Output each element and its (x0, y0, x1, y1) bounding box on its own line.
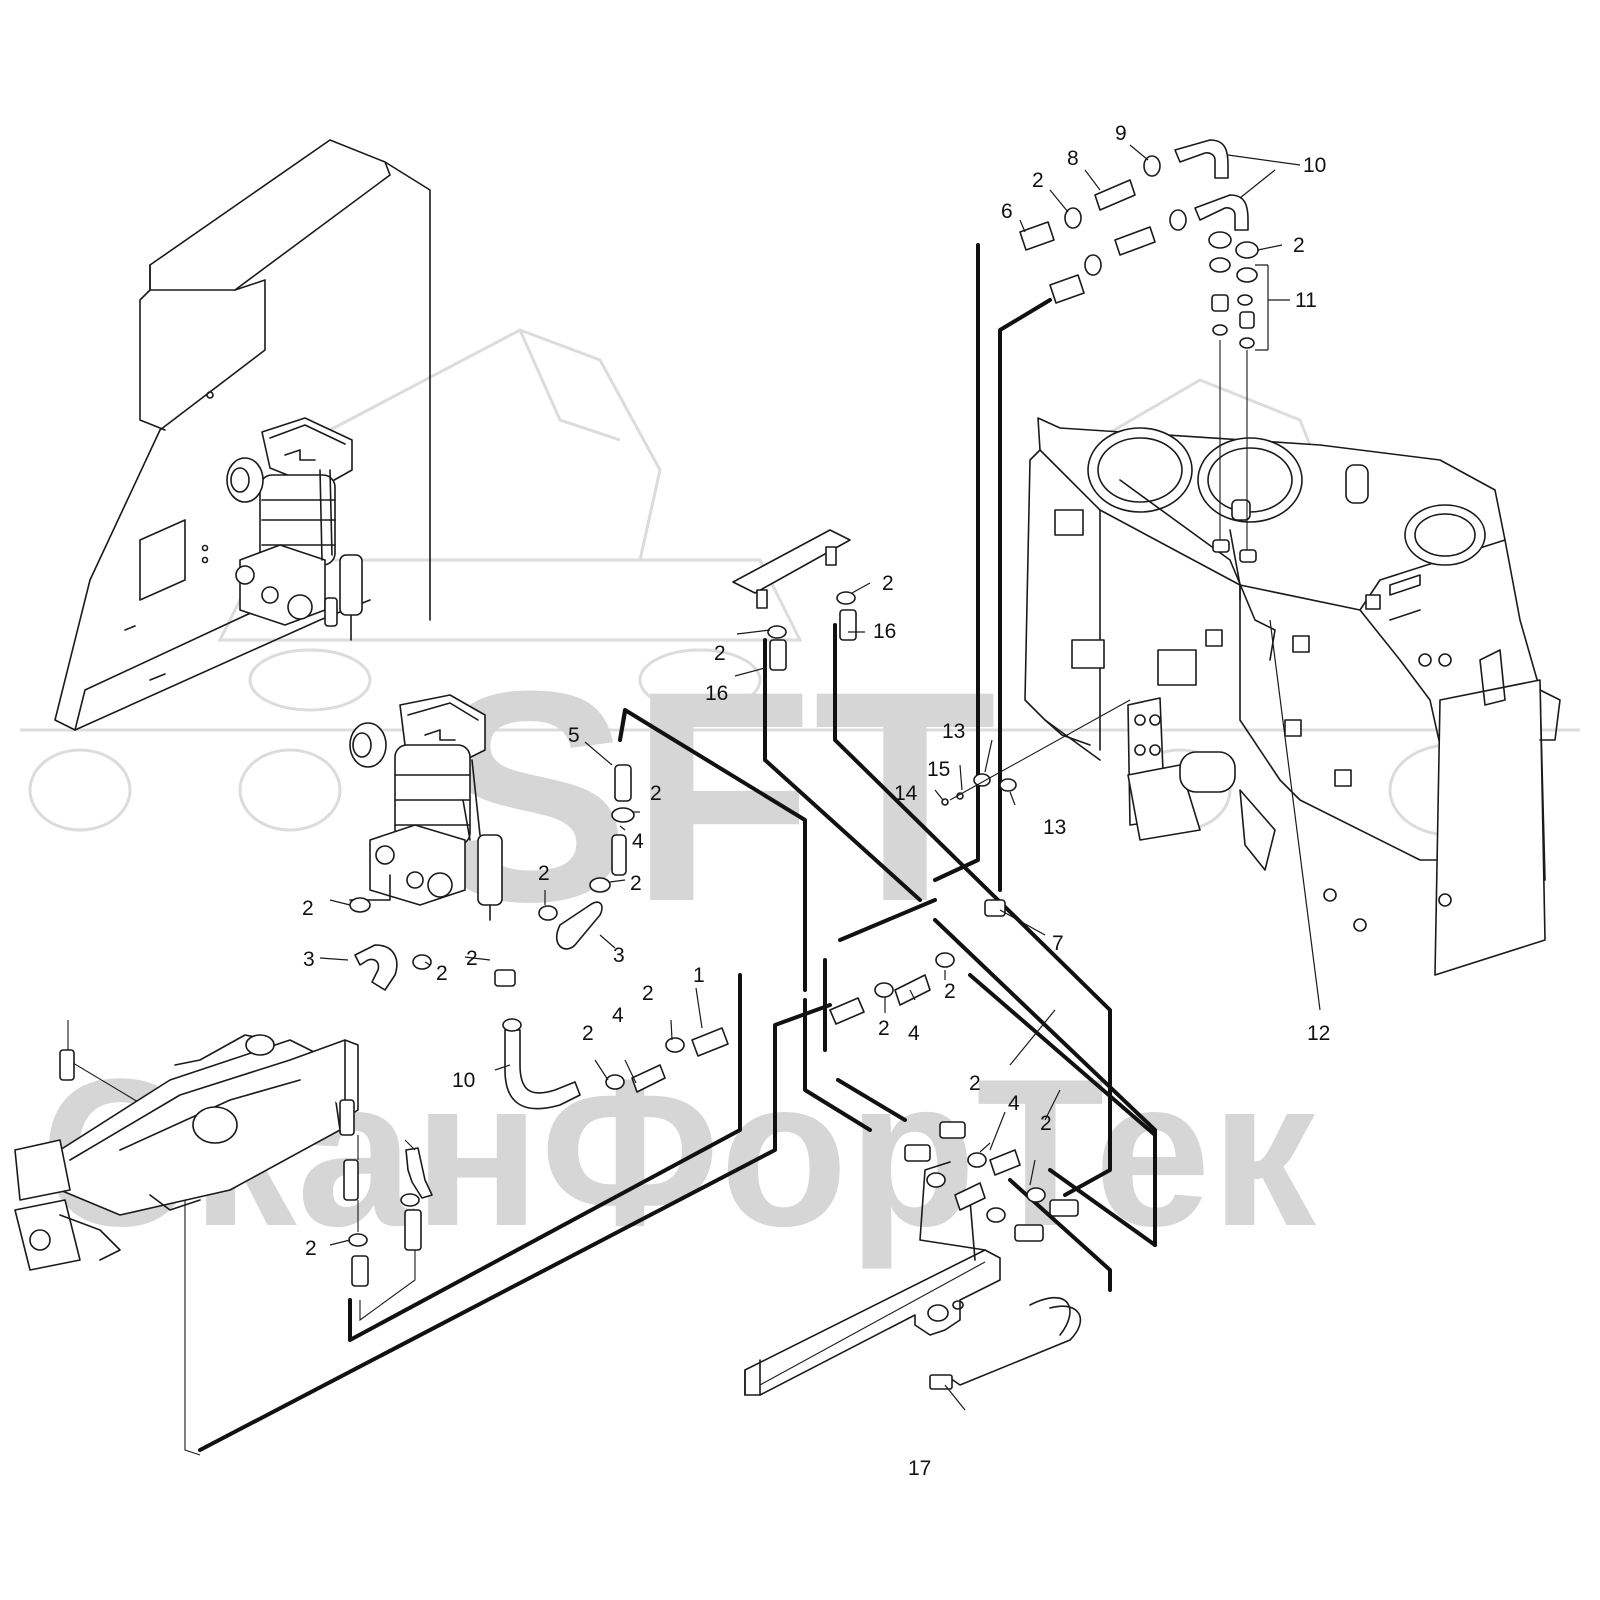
floor-plate (732, 529, 851, 609)
callout-2: 2 (1293, 234, 1305, 257)
callout-2: 2 (882, 572, 894, 595)
callout-3: 3 (303, 948, 315, 971)
engine-assembly (14, 1020, 359, 1456)
callout-2: 2 (582, 1022, 594, 1045)
hose-lines (198, 243, 1157, 1452)
callout-2: 2 (305, 1237, 317, 1260)
callout-3: 3 (613, 944, 625, 967)
drain-bar-assembly (744, 1161, 1082, 1396)
callout-2: 2 (714, 642, 726, 665)
callout-2: 2 (650, 782, 662, 805)
callout-4: 4 (1008, 1092, 1020, 1115)
callout-9: 9 (1115, 122, 1127, 145)
callout-4: 4 (908, 1022, 920, 1045)
callout-2: 2 (642, 982, 654, 1005)
callout-2: 2 (630, 872, 642, 895)
callout-2: 2 (1032, 169, 1044, 192)
callout-5: 5 (568, 724, 580, 747)
callout-2: 2 (1040, 1112, 1052, 1135)
callout-8: 8 (1067, 147, 1079, 170)
leader-lines (319, 144, 1321, 1411)
callout-14: 14 (894, 782, 918, 805)
callout-4: 4 (632, 830, 644, 853)
callout-11: 11 (1295, 289, 1317, 312)
callout-15: 15 (927, 758, 950, 781)
callout-4: 4 (612, 1004, 624, 1027)
callout-2: 2 (466, 947, 478, 970)
callout-1: 1 (693, 964, 705, 987)
callout-10: 10 (452, 1069, 475, 1092)
callout-17: 17 (908, 1457, 931, 1480)
callout-2: 2 (878, 1017, 890, 1040)
callout-2: 2 (538, 862, 550, 885)
callout-13: 13 (1043, 816, 1066, 839)
callout-2: 2 (969, 1072, 981, 1095)
heater-unit-upper (226, 417, 363, 641)
callout-16: 16 (873, 620, 896, 643)
callout-labels: 1 2 2 2 2 2 2 2 2 2 2 2 2 2 2 2 2 2 2 3 … (302, 122, 1330, 1480)
callout-12: 12 (1307, 1022, 1330, 1045)
callout-10: 10 (1303, 154, 1326, 177)
callout-16: 16 (705, 682, 728, 705)
callout-2: 2 (436, 962, 448, 985)
callout-2: 2 (944, 980, 956, 1003)
watermark-sft-text: SFT (430, 628, 997, 964)
tank-frame-assembly (1024, 417, 1561, 976)
callout-7: 7 (1052, 932, 1064, 955)
callout-6: 6 (1001, 200, 1013, 223)
callout-2: 2 (302, 897, 314, 920)
callout-13: 13 (942, 720, 965, 743)
fittings (343, 139, 1259, 1322)
